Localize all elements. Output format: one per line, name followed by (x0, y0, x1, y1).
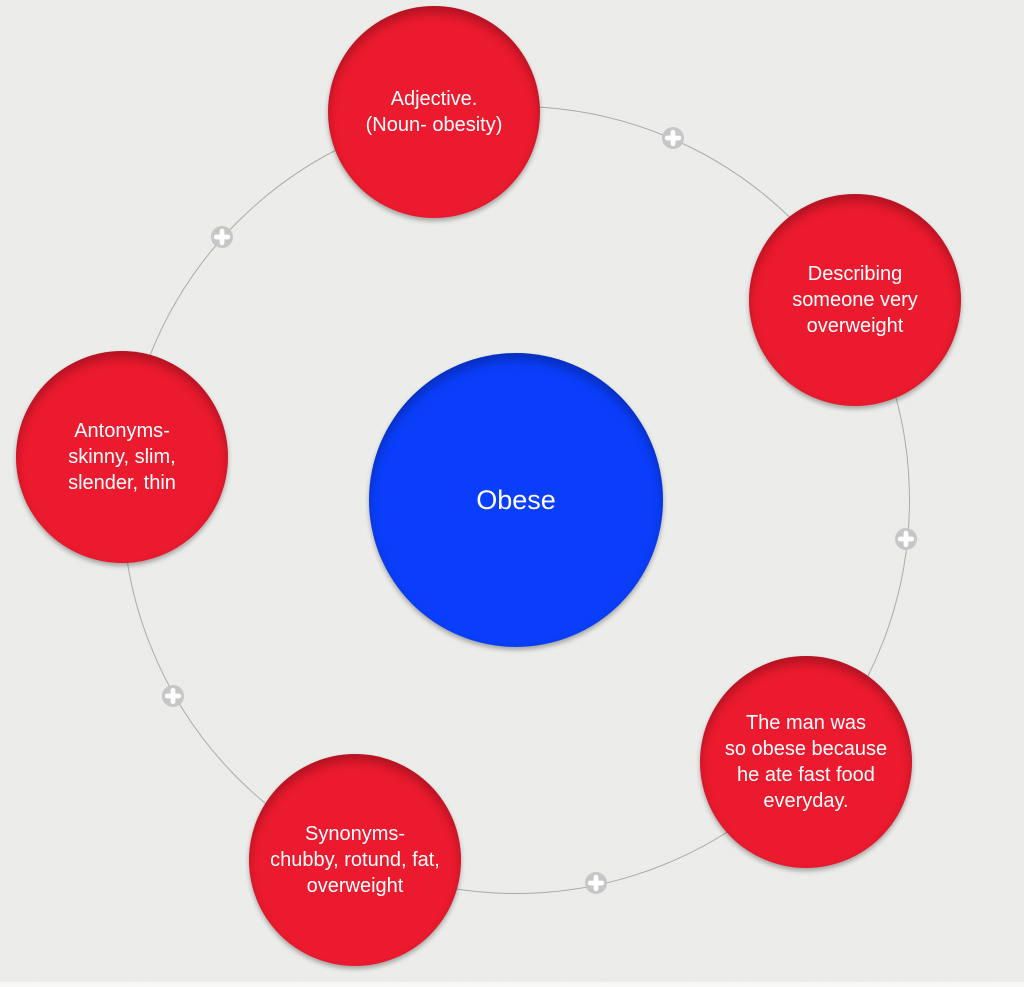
node-definition[interactable]: Describing someone very overweight (749, 194, 961, 406)
node-example-sentence[interactable]: The man was so obese because he ate fast… (700, 656, 912, 868)
plus-icon (211, 226, 233, 248)
center-topic-label: Obese (476, 485, 556, 515)
plus-icon (662, 127, 684, 149)
plus-icon (162, 685, 184, 707)
add-node-button[interactable] (161, 684, 185, 708)
node-word-type[interactable]: Adjective. (Noun- obesity) (328, 6, 540, 218)
plus-icon (895, 528, 917, 550)
node-antonyms[interactable]: Antonyms- skinny, slim, slender, thin (16, 351, 228, 563)
add-node-button[interactable] (210, 225, 234, 249)
add-node-button[interactable] (894, 527, 918, 551)
node-label: Synonyms- chubby, rotund, fat, overweigh… (270, 823, 440, 897)
node-synonyms[interactable]: Synonyms- chubby, rotund, fat, overweigh… (249, 754, 461, 966)
node-label: Antonyms- skinny, slim, slender, thin (68, 420, 176, 494)
node-label: The man was so obese because he ate fast… (724, 712, 888, 812)
canvas-bottom-edge (0, 982, 1024, 987)
plus-icon (585, 872, 607, 894)
node-label: Describing someone very overweight (792, 263, 918, 337)
add-node-button[interactable] (661, 126, 685, 150)
node-center-topic[interactable]: Obese (369, 353, 663, 647)
node-label: Adjective. (Noun- obesity) (365, 88, 503, 136)
add-node-button[interactable] (584, 871, 608, 895)
